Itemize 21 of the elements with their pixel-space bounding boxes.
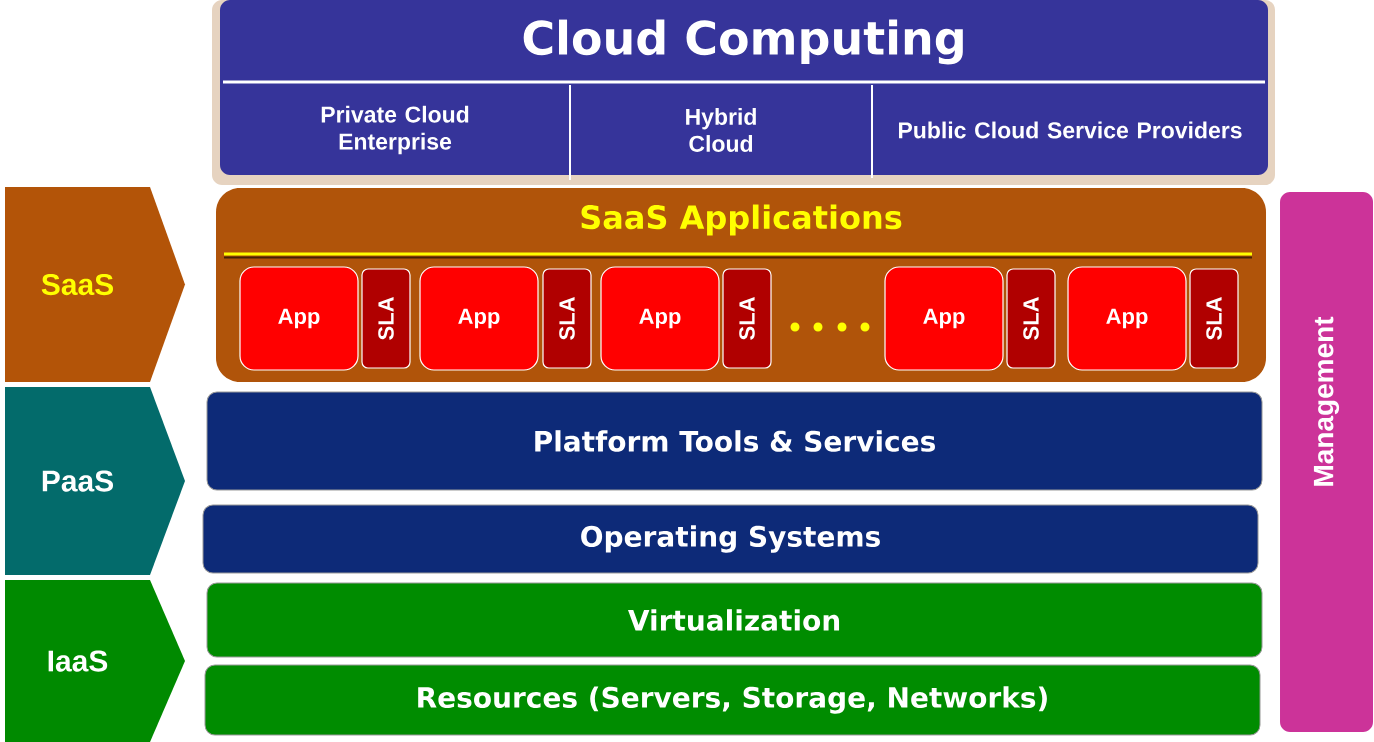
- app-box: App: [419, 266, 539, 371]
- infrastructure-layer-bar: Virtualization: [206, 582, 1263, 658]
- app-box: App: [600, 266, 720, 371]
- management-bar: Management: [1280, 192, 1373, 732]
- layer-label-tab: SaaS: [5, 187, 185, 382]
- platform-layer-bar: Operating Systems: [202, 504, 1259, 574]
- deployment-cell: Public Cloud Service Providers: [899, 121, 1242, 139]
- sla-box: SLA: [361, 268, 411, 369]
- infrastructure-layer-bar: Resources (Servers, Storage, Networks): [204, 664, 1261, 736]
- deployment-cell: Private Cloud Enterprise: [321, 105, 469, 155]
- sla-box: SLA: [722, 268, 772, 369]
- sla-box: SLA: [542, 268, 592, 369]
- app-box: App: [239, 266, 359, 371]
- sla-box: SLA: [1006, 268, 1056, 369]
- layer-label-tab: IaaS: [5, 580, 185, 742]
- platform-layer-bar: Platform Tools & Services: [206, 391, 1263, 491]
- layer-label-tab: PaaS: [5, 387, 185, 575]
- deployment-cell: Hybrid Cloud: [686, 108, 756, 152]
- app-box: App: [1067, 266, 1187, 371]
- app-box: App: [884, 266, 1004, 371]
- sla-box: SLA: [1189, 268, 1239, 369]
